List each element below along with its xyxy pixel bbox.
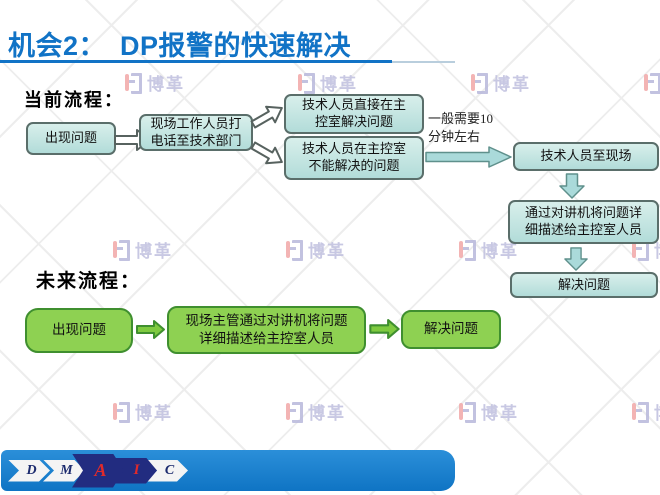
dmaic-chevron-m: M	[43, 460, 85, 482]
boge-watermark-text: 博革	[654, 237, 660, 262]
boge-watermark: 博革	[113, 237, 173, 262]
future-issue-box: 出现问题	[25, 308, 133, 353]
current-issue-box: 出现问题	[26, 122, 116, 155]
boge-logo-icon	[471, 73, 488, 94]
boge-watermark: 博革	[298, 70, 358, 95]
duration-note: 一般需要10 分钟左右	[428, 111, 494, 144]
boge-watermark: 博革	[459, 237, 519, 262]
boge-logo-icon	[632, 402, 649, 423]
current-flow-label: 当前流程：	[24, 90, 124, 110]
dmaic-letter: M	[60, 462, 73, 478]
boge-watermark-text: 博革	[308, 404, 346, 423]
boge-logo-icon	[286, 240, 303, 261]
dmaic-chevrons: D M A I C	[8, 454, 188, 488]
arrow-down-icon	[559, 173, 585, 199]
boge-logo-icon	[113, 240, 130, 261]
boge-watermark: 博革	[459, 399, 519, 424]
boge-logo-icon	[298, 73, 315, 94]
boge-watermark: 博革	[644, 70, 660, 95]
dmaic-bar: D M A I C	[1, 450, 455, 491]
dmaic-chevron-d: D	[8, 460, 50, 482]
boge-watermark-text: 博革	[493, 75, 531, 94]
boge-watermark-text: 博革	[654, 399, 660, 424]
green-arrow-right-icon	[136, 320, 165, 339]
boge-watermark: 博革	[286, 399, 346, 424]
boge-watermark-text: 博革	[481, 404, 519, 423]
arrow-down-icon	[564, 247, 588, 271]
current-onsite-box: 技术人员至现场	[513, 142, 659, 171]
dmaic-letter: D	[26, 462, 37, 478]
boge-watermark: 博革	[286, 237, 346, 262]
dmaic-letter: A	[94, 460, 107, 480]
boge-watermark-text: 博革	[308, 242, 346, 261]
boge-watermark: 博革	[471, 70, 531, 95]
dmaic-letter: I	[133, 462, 140, 478]
title-underline	[0, 60, 392, 63]
boge-logo-icon	[113, 402, 130, 423]
current-cannot-solve-box: 技术人员在主控室 不能解决的问题	[284, 136, 424, 180]
boge-watermark-text: 博革	[481, 242, 519, 261]
dmaic-chevron-a: A	[72, 454, 124, 488]
flow-arrow-up-right-icon	[250, 105, 283, 129]
dmaic-letter: C	[164, 462, 175, 478]
duration-arrow-icon	[425, 146, 512, 168]
boge-logo-icon	[286, 402, 303, 423]
dmaic-chevron-c: C	[146, 460, 188, 482]
boge-logo-icon	[459, 240, 476, 261]
future-describe-box: 现场主管通过对讲机将问题 详细描述给主控室人员	[167, 306, 366, 354]
boge-watermark-text: 博革	[135, 242, 173, 261]
green-arrow-right-icon	[369, 319, 400, 339]
current-solve-box: 解决问题	[510, 272, 658, 298]
boge-watermark-text: 博革	[147, 75, 185, 94]
boge-watermark: 博革	[113, 399, 173, 424]
future-flow-label: 未来流程：	[36, 271, 142, 292]
page-title: 机会2： DP报警的快速解决	[8, 31, 352, 61]
title-underline-light	[392, 61, 455, 63]
boge-watermark-text: 博革	[320, 75, 358, 94]
boge-logo-icon	[125, 73, 142, 94]
boge-logo-icon	[459, 402, 476, 423]
boge-logo-icon	[644, 73, 660, 94]
future-solve-box: 解决问题	[401, 310, 501, 349]
boge-watermark: 博革	[632, 399, 660, 424]
boge-watermark: 博革	[125, 70, 185, 95]
current-describe-box: 通过对讲机将问题详 细描述给主控室人员	[508, 200, 659, 244]
current-direct-solve-box: 技术人员直接在主 控室解决问题	[284, 94, 424, 134]
boge-watermark-text: 博革	[135, 404, 173, 423]
flow-arrow-down-right-icon	[250, 141, 283, 165]
current-call-box: 现场工作人员打 电话至技术部门	[139, 114, 253, 151]
